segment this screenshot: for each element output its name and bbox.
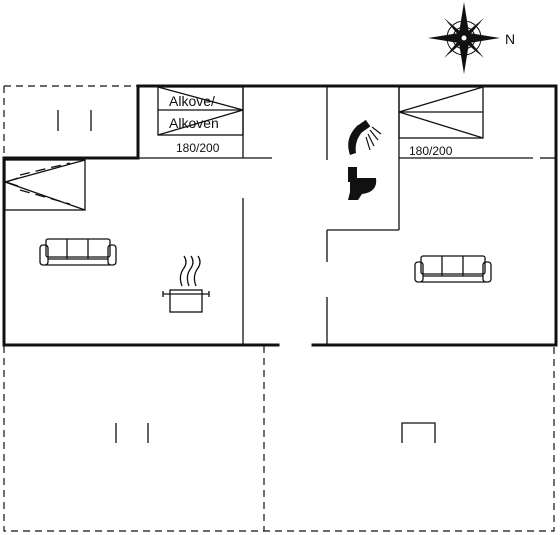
sofa-icon (39, 238, 117, 266)
sofa-icon (414, 255, 492, 283)
alcove-label-line1: Alkove/ (169, 93, 215, 109)
toilet-icon (348, 167, 377, 200)
bed-size-left: 180/200 (176, 141, 220, 155)
alcove-bed-left (157, 86, 244, 136)
stairs-icon (3, 159, 86, 211)
compass-icon (428, 2, 500, 74)
window-marks (57, 110, 436, 443)
bed-size-right: 180/200 (409, 144, 453, 158)
bed-right (398, 86, 484, 139)
alcove-label-line2: Alkoven (169, 115, 219, 131)
terrace-outlines (3, 85, 557, 532)
compass-north-label: N (505, 31, 515, 47)
walls (2, 84, 558, 347)
shower-icon (348, 119, 382, 155)
stove-pot-icon (162, 255, 210, 313)
